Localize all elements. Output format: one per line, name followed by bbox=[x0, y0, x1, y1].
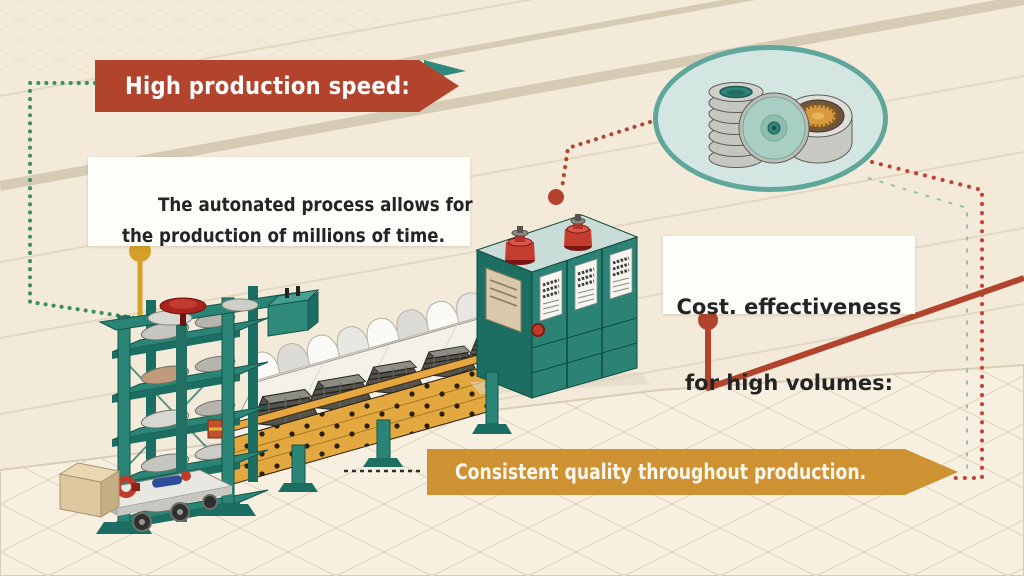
cost-effectiveness-line1: Cost. effectiveness bbox=[676, 295, 902, 319]
cost-effectiveness-note: Cost. effectiveness for high volumes: bbox=[663, 236, 915, 395]
coil-disc-icon bbox=[738, 92, 810, 164]
red-solid-connector bbox=[698, 275, 1024, 391]
high-production-speed-label: High production speed: bbox=[125, 72, 411, 100]
automated-process-note: The autonated process allows for the pro… bbox=[88, 157, 474, 247]
red-spool bbox=[564, 214, 592, 251]
cost-effectiveness-line2: for high volumes: bbox=[685, 371, 893, 395]
consistent-quality-banner: Consistent quality throughout production… bbox=[427, 449, 958, 495]
coil-products-icons bbox=[708, 82, 853, 168]
coil-products-illustration bbox=[653, 45, 888, 192]
green-dotted-connector bbox=[28, 81, 137, 320]
red-dotted-connector-left bbox=[548, 120, 652, 205]
consistent-quality-label: Consistent quality throughout production… bbox=[455, 460, 867, 484]
automated-process-line2: the production of millions of time. bbox=[122, 225, 446, 247]
red-spool bbox=[505, 226, 535, 265]
transport-cart bbox=[84, 469, 234, 532]
cardboard-box bbox=[58, 462, 121, 518]
stacking-tower-machine bbox=[96, 286, 320, 534]
automated-process-line1: The autonated process allows for bbox=[158, 194, 474, 216]
conveyor-belt bbox=[221, 280, 525, 492]
control-cabinet bbox=[470, 214, 650, 399]
rail-stand bbox=[472, 371, 512, 434]
high-production-speed-banner: High production speed: bbox=[95, 60, 459, 112]
